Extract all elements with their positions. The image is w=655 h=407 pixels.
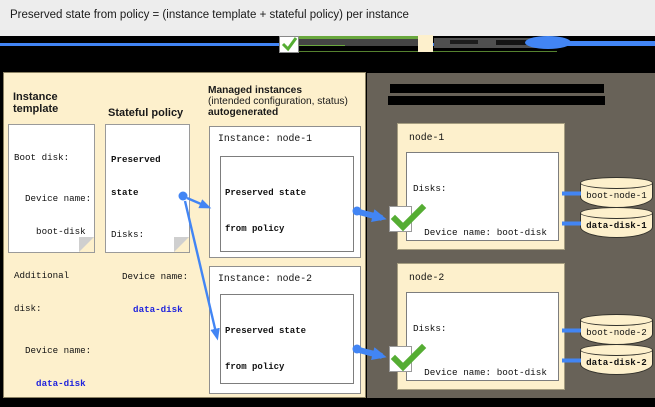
page-fold-icon bbox=[79, 237, 94, 252]
stateful-policy-doc: Preserved state Disks: Device name: data… bbox=[105, 124, 190, 315]
bottom-black-bar bbox=[0, 398, 655, 407]
doc-line: Device name: bbox=[14, 345, 92, 356]
band-cream-box bbox=[418, 35, 433, 52]
managed-instances-heading-line1: Managed instances bbox=[208, 85, 302, 96]
panel-heading-redacted-line bbox=[390, 84, 604, 93]
doc-line-data-disk: data-disk bbox=[111, 304, 183, 315]
vm-name: node-1 bbox=[409, 132, 445, 143]
disks-label: Disks: bbox=[413, 323, 447, 334]
managed-instance-node-1: Instance: node-1 Preserved state from po… bbox=[209, 126, 361, 352]
diagram-title: Preserved state from policy = (instance … bbox=[10, 9, 409, 21]
vm-name: node-2 bbox=[409, 272, 445, 283]
preserved-state-title: Preserved state bbox=[225, 187, 307, 198]
checkmark-icon bbox=[389, 343, 427, 372]
disk-cylinder-label: data-disk-2 bbox=[586, 357, 647, 368]
doc-line: Device name: bbox=[111, 271, 189, 282]
band-dark-fill bbox=[297, 39, 420, 46]
band-dark-dash bbox=[496, 39, 540, 45]
disk-cylinder-label: data-disk-1 bbox=[586, 220, 647, 231]
page-fold-icon bbox=[174, 237, 189, 252]
preserved-state-box: Preserved state from policy Disks: Devic… bbox=[220, 294, 354, 407]
device-name-value: boot-disk bbox=[496, 227, 547, 238]
doc-line: state bbox=[111, 187, 139, 198]
band-dark-dash bbox=[450, 40, 478, 44]
actual-state-panel: node-1 Disks: Device name: boot-disk Dis… bbox=[367, 73, 655, 407]
instance-template-heading: Instance template bbox=[13, 91, 59, 115]
band-gray-bar bbox=[434, 37, 556, 48]
preserved-state-title: from policy bbox=[225, 362, 285, 373]
disks-label: Disks: bbox=[413, 183, 447, 194]
disk-cylinder-data-disk-1: data-disk-1 bbox=[580, 207, 653, 238]
instance-title: Instance: node-1 bbox=[218, 133, 313, 144]
managed-instance-node-2: Instance: node-2 Preserved state from po… bbox=[209, 266, 361, 407]
disk-cylinder-boot-node-2: boot-node-2 bbox=[580, 314, 653, 345]
disk-cylinder-data-disk-2: data-disk-2 bbox=[580, 344, 653, 375]
preserved-state-box: Preserved state from policy Disks: Devic… bbox=[220, 156, 355, 352]
doc-line: Device name: bbox=[14, 193, 92, 204]
intended-config-panel: Instance template Boot disk: Device name… bbox=[3, 72, 368, 407]
doc-line: disk: bbox=[14, 303, 42, 314]
device-name-line: Device name: boot-disk bbox=[413, 367, 558, 379]
doc-line: boot-disk bbox=[14, 226, 86, 237]
checkmark-icon bbox=[279, 36, 299, 53]
checkmark-icon bbox=[389, 203, 427, 232]
managed-instances-heading: Managed instances (intended configuratio… bbox=[208, 85, 368, 118]
vm-disks-box: Disks: Device name: boot-disk Disk name:… bbox=[406, 292, 559, 407]
preview-band bbox=[0, 35, 655, 72]
band-blue-taper bbox=[567, 41, 655, 44]
instance-template-doc: Boot disk: Device name: boot-disk Additi… bbox=[8, 124, 95, 389]
stateful-policy-heading: Stateful policy bbox=[108, 107, 184, 119]
vm-node-2: node-2 Disks: Device name: boot-disk Dis… bbox=[397, 263, 565, 407]
device-name-line: Device name: boot-disk bbox=[413, 227, 558, 239]
band-green-mid bbox=[297, 44, 345, 46]
band-green-bar bbox=[297, 36, 420, 39]
device-name-label: Device name: bbox=[413, 227, 497, 238]
doc-line: Boot disk: bbox=[14, 152, 70, 163]
managed-instances-heading-line2: (intended configuration, status) bbox=[208, 96, 348, 107]
band-blue-ellipse bbox=[525, 36, 571, 49]
device-name-value: boot-disk bbox=[496, 367, 547, 378]
title-strip: Preserved state from policy = (instance … bbox=[0, 0, 655, 36]
vm-disks-box: Disks: Device name: boot-disk Disk name:… bbox=[406, 152, 559, 353]
doc-line-data-disk: data-disk bbox=[14, 378, 86, 389]
doc-line: Preserved bbox=[111, 154, 161, 165]
disk-cylinder-boot-node-1: boot-node-1 bbox=[580, 177, 653, 208]
doc-line: Additional bbox=[14, 270, 70, 281]
doc-line: Disks: bbox=[111, 229, 145, 240]
disk-cylinder-label: boot-node-1 bbox=[586, 190, 647, 201]
instance-title: Instance: node-2 bbox=[218, 273, 313, 284]
preserved-state-title: Preserved state bbox=[225, 325, 307, 336]
managed-instances-heading-line3: autogenerated bbox=[208, 107, 279, 118]
preserved-state-title: from policy bbox=[225, 224, 285, 235]
disk-cylinder-label: boot-node-2 bbox=[586, 327, 647, 338]
device-name-label: Device name: bbox=[413, 367, 497, 378]
panel-heading-redacted-line bbox=[388, 96, 605, 105]
